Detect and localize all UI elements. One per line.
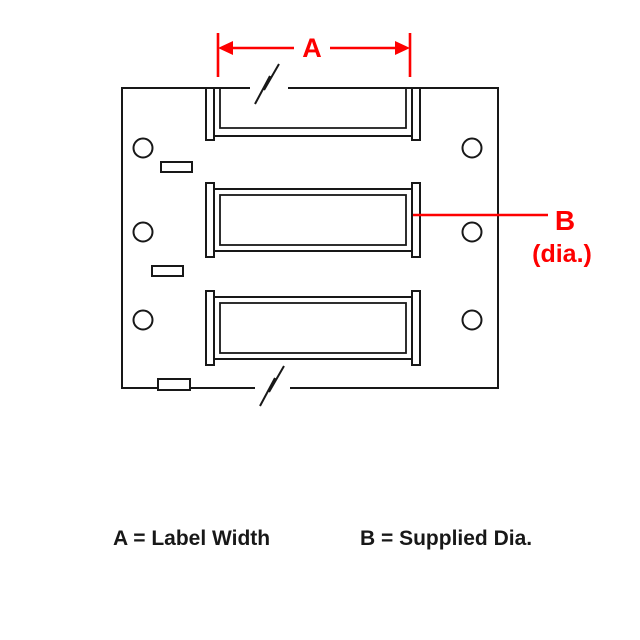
notch-slots [151,161,193,391]
carrier [121,87,499,389]
legend-b-text: B = Supplied Dia. [360,527,532,550]
dimension-a-extension-lines [216,33,412,77]
break-symbol-top [254,63,280,105]
sleeve-end-cap [205,182,215,258]
legend: A = Label Width B = Supplied Dia. [113,527,532,550]
dimension-b-label: B [555,205,575,236]
arrowhead-left-icon [218,41,233,55]
break-symbol-bottom [259,365,285,407]
dimension-b-sublabel: (dia.) [532,240,592,268]
arrowhead-right-icon [395,41,410,55]
carrier-outline [121,87,499,389]
sleeve-label-area [219,88,407,129]
feed-hole [132,137,154,159]
sleeve-top [205,87,421,141]
feed-hole [461,309,483,331]
sleeve-label-area [219,302,407,354]
sleeve-end-cap [205,87,215,141]
sleeve-label-area [219,194,407,246]
notch-slot [151,265,184,277]
sleeve-body-edge [214,296,412,360]
sleeve-body-edge [214,188,412,252]
notch-slot [157,378,191,391]
sleeve-end-cap [411,290,421,366]
feed-holes [132,137,483,331]
notch-slot [160,161,193,173]
dimension-b: B (dia.) [413,205,592,268]
feed-hole [461,221,483,243]
break-symbols [250,61,289,409]
legend-a-text: A = Label Width [113,527,270,550]
sleeve-end-cap [411,87,421,141]
feed-hole [132,309,154,331]
sleeve-bottom [205,290,421,366]
sleeve-end-cap [205,290,215,366]
sleeve-middle [205,182,421,258]
sleeve-end-cap [411,182,421,258]
dimension-a: A [216,33,412,77]
feed-hole [132,221,154,243]
feed-hole [461,137,483,159]
dimension-a-label: A [302,33,322,63]
